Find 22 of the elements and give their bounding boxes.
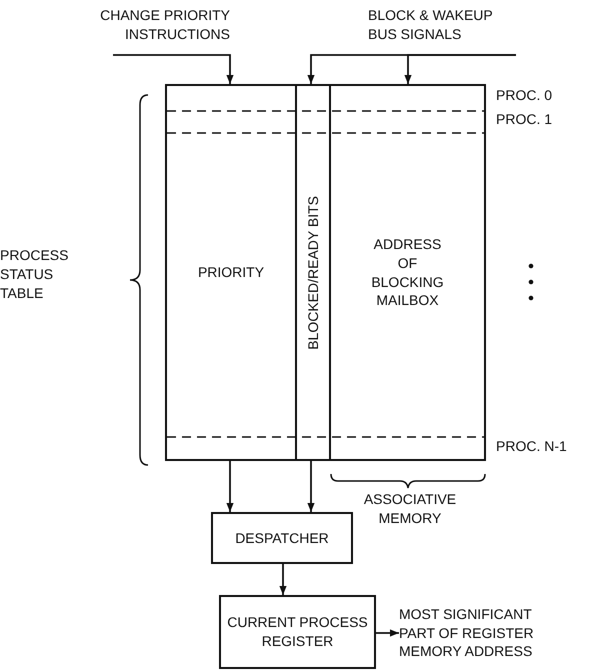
arrow [307, 461, 315, 512]
node-label: DESPATCHER [235, 528, 329, 548]
table-label: PROCESS STATUS TABLE [0, 246, 70, 303]
table-label: PROC. 0 [496, 86, 552, 105]
process-box [219, 595, 376, 669]
node-label: BLOCKED/READY BITS [304, 196, 322, 350]
process-box [211, 512, 353, 564]
arrow [226, 461, 234, 512]
arrow [404, 54, 516, 84]
process-status-table [165, 84, 486, 461]
arrow [279, 564, 287, 595]
arrow [376, 629, 399, 637]
table-label: PROC. N-1 [496, 437, 567, 456]
node-label: CURRENT PROCESS REGISTER [226, 613, 369, 651]
table-label: ASSOCIATIVE MEMORY [362, 490, 458, 528]
node-label: ADDRESS OF BLOCKING MAILBOX [370, 234, 445, 310]
signal-label: MOST SIGNIFICANT PART OF REGISTER MEMORY ADDRESS [399, 604, 535, 662]
table-label: PROC. 1 [496, 110, 552, 129]
signal-label: CHANGE PRIORITY INSTRUCTIONS [99, 6, 230, 44]
node-label: PRIORITY [198, 263, 264, 282]
signal-label: BLOCK & WAKEUP BUS SIGNALS [368, 6, 494, 44]
arrow [113, 54, 234, 84]
